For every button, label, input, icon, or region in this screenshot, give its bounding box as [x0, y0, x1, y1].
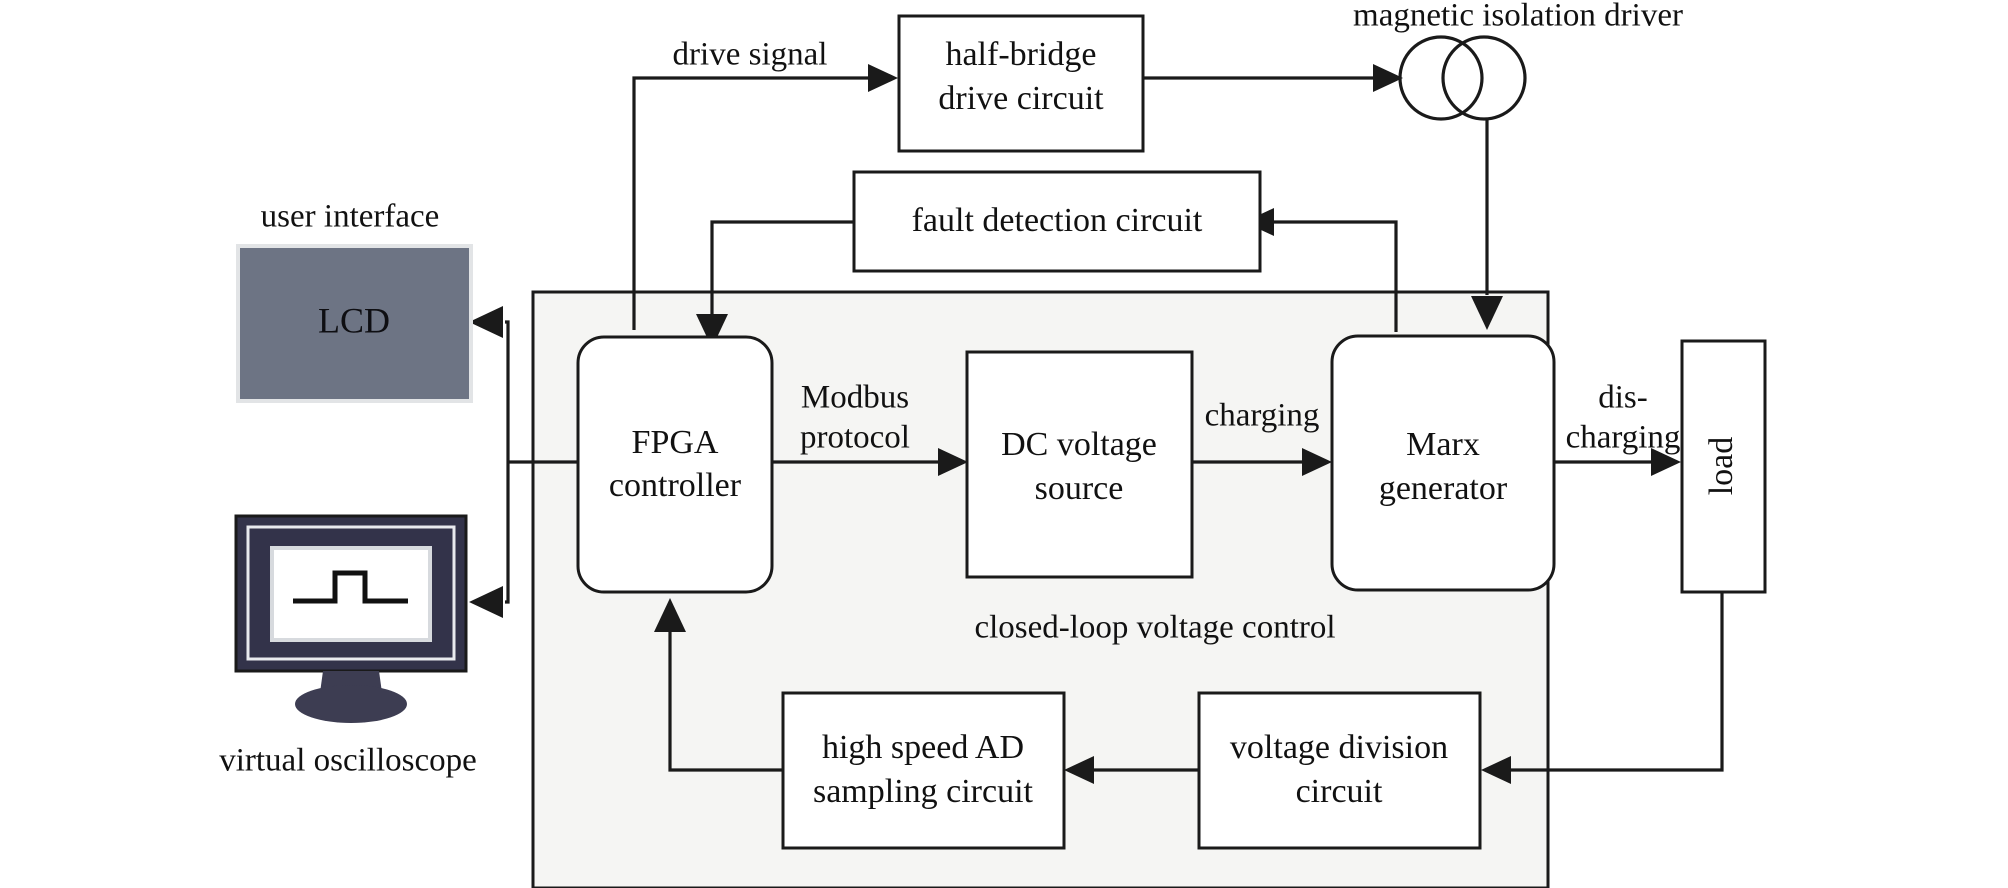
arrowhead-marx-charge-in	[1302, 448, 1332, 476]
block-voltage-division-circuit[interactable]	[1197, 691, 1482, 850]
oscilloscope-bezel-highlight	[246, 525, 456, 661]
marx-label-line1: Marx	[1406, 426, 1480, 463]
dc-source-label-line1: DC voltage	[1001, 426, 1157, 463]
lcd-label: LCD	[318, 300, 390, 340]
block-fault-detection-circuit[interactable]	[852, 170, 1262, 273]
block-ad-sampling-circuit[interactable]	[781, 691, 1066, 850]
wire-load-to-voltagedivision	[1499, 592, 1724, 772]
arrowhead-marx-trigger	[1471, 296, 1503, 330]
wire-display-bus-down	[505, 462, 510, 604]
lcd-panel[interactable]	[236, 244, 473, 403]
marx-label-line2: generator	[1379, 470, 1508, 507]
label-charging: charging	[1205, 398, 1320, 434]
voltage-division-label-line1: voltage division	[1230, 729, 1448, 766]
block-fpga-controller[interactable]	[576, 335, 774, 594]
wire-adsampling-to-fpga	[668, 630, 788, 772]
arrowhead-voltagedivision-in	[1481, 756, 1511, 784]
arrowhead-oscilloscope-in	[469, 586, 503, 618]
fpga-label-line2: controller	[609, 467, 742, 504]
wire-marx-to-fault	[1262, 220, 1398, 332]
block-marx-generator[interactable]	[1330, 334, 1556, 592]
square-pulse-waveform-icon	[293, 570, 408, 604]
voltage-division-label-line2: circuit	[1296, 773, 1383, 810]
wire-fault-to-fpga	[710, 220, 855, 318]
oscilloscope-base	[295, 685, 407, 723]
label-magnetic-isolation-driver: magnetic isolation driver	[1353, 0, 1683, 34]
arrowhead-load-in	[1651, 448, 1681, 476]
label-drive-signal: drive signal	[673, 37, 828, 73]
oscilloscope-screen	[270, 546, 432, 642]
label-closed-loop-voltage-control: closed-loop voltage control	[974, 610, 1335, 646]
label-discharging-line1: dis-	[1598, 380, 1648, 416]
label-modbus-line2: protocol	[800, 420, 910, 456]
label-discharging-line2: charging	[1566, 420, 1681, 456]
dc-source-label-line2: source	[1035, 470, 1124, 507]
arrowhead-fpga-fault-in	[696, 314, 728, 348]
ad-sampling-label-line1: high speed AD	[822, 729, 1024, 766]
fault-detection-label: fault detection circuit	[912, 202, 1203, 239]
transformer-secondary-coil-icon	[1441, 35, 1527, 121]
half-bridge-label-line1: half-bridge	[945, 36, 1096, 73]
arrowhead-isolation-driver	[1373, 64, 1403, 92]
wire-drive-signal	[632, 76, 880, 330]
arrowhead-dcsource-in	[938, 448, 968, 476]
arrowhead-drive-signal	[868, 64, 898, 92]
arrowhead-lcd-in	[469, 306, 503, 338]
block-load[interactable]	[1680, 339, 1767, 594]
half-bridge-label-line2: drive circuit	[938, 80, 1104, 117]
label-modbus-line1: Modbus	[801, 380, 909, 416]
block-dc-voltage-source[interactable]	[965, 350, 1194, 579]
arrowhead-adsampling-in	[1064, 756, 1094, 784]
ad-sampling-label-line2: sampling circuit	[813, 773, 1034, 810]
label-user-interface: user interface	[261, 199, 440, 235]
arrowhead-fpga-feedback-in	[654, 598, 686, 632]
label-virtual-oscilloscope: virtual oscilloscope	[219, 743, 477, 779]
block-half-bridge-drive-circuit[interactable]	[897, 14, 1145, 153]
fpga-label-line1: FPGA	[632, 424, 719, 461]
transformer-primary-coil-icon	[1398, 35, 1484, 121]
load-label: load	[1703, 437, 1740, 496]
wire-display-bus-up	[505, 320, 510, 462]
